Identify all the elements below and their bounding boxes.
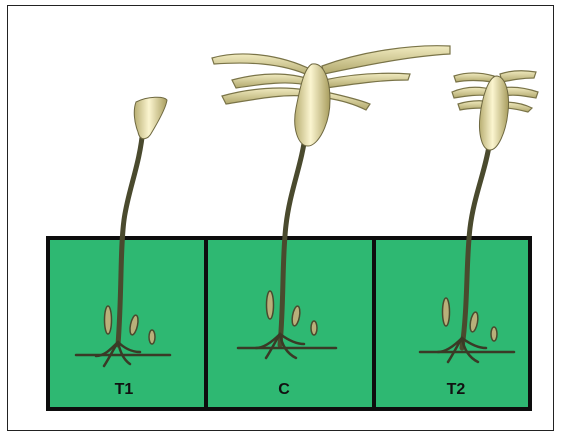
- label-C: C: [278, 381, 290, 398]
- label-T1: T1: [115, 381, 134, 398]
- label-T2: T2: [447, 381, 466, 398]
- cap: [134, 97, 167, 139]
- whorl: [212, 46, 450, 110]
- soil-box-C: [206, 238, 374, 409]
- cap: [479, 76, 508, 150]
